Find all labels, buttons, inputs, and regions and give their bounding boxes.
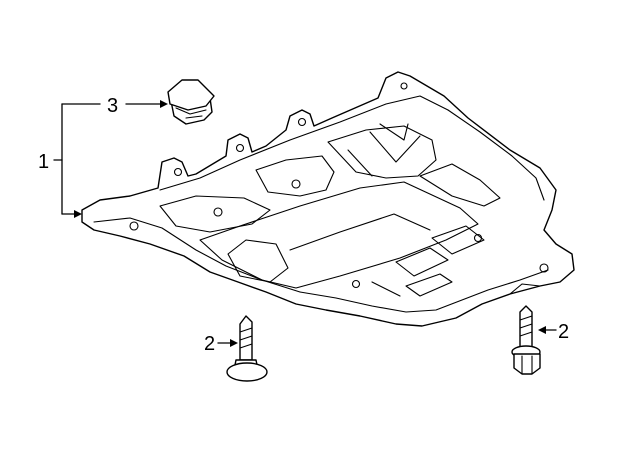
bolt-left	[226, 315, 268, 382]
callout-3-label: 3	[107, 95, 118, 117]
callout-2-right-leader	[538, 326, 557, 334]
callout-3-leader	[125, 100, 168, 108]
skid-plate	[81, 71, 575, 327]
callout-1-arrowhead	[74, 210, 82, 218]
callout-2-left-label: 2	[204, 333, 215, 355]
bolt-right	[511, 305, 541, 375]
retainer-clip	[167, 79, 215, 125]
callout-1-bracket	[53, 103, 101, 218]
callout-2-left-leader	[217, 339, 238, 347]
callout-2-right-label: 2	[558, 321, 569, 343]
callout-1-label: 1	[38, 151, 49, 173]
